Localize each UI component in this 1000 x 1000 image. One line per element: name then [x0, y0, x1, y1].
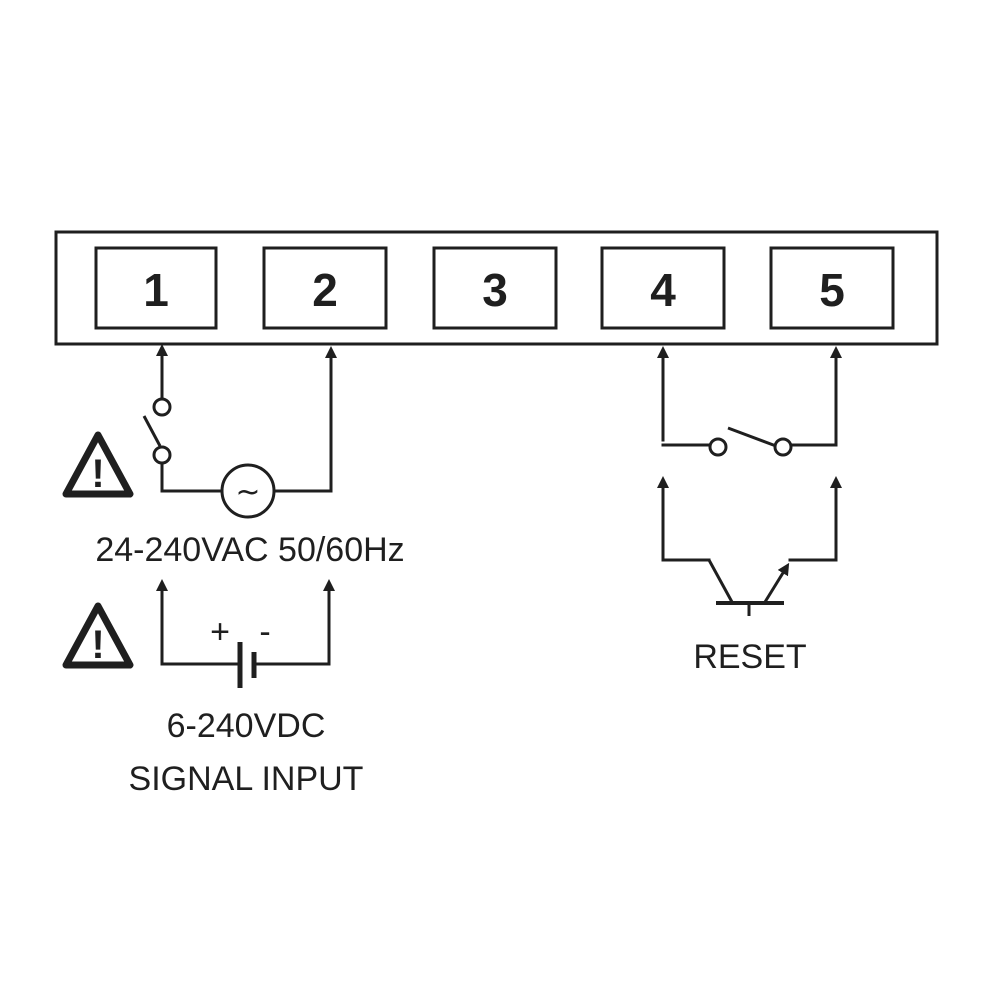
switch-icon — [142, 415, 162, 447]
switch-icon — [727, 426, 777, 448]
terminal-5-label: 5 — [819, 264, 845, 316]
warning-triangle-icon: ! — [62, 431, 134, 498]
dc-supply-circuit: + - — [156, 579, 335, 688]
reset-contact-left — [708, 437, 728, 457]
warning-mark: ! — [91, 623, 104, 667]
dc-supply-label-line2: SIGNAL INPUT — [129, 760, 364, 798]
terminal-2-label: 2 — [312, 264, 338, 316]
switch-contact-bottom — [152, 445, 172, 465]
reset-label: RESET — [693, 638, 806, 676]
reset-switch-circuit — [657, 346, 842, 457]
transistor-icon — [716, 601, 784, 616]
positive-sign: + — [210, 613, 230, 651]
warning-triangle-icon: ! — [62, 602, 134, 669]
terminal-3-label: 3 — [482, 264, 508, 316]
battery-icon — [237, 642, 257, 688]
terminal-block — [54, 230, 939, 346]
reset-contact-right — [773, 437, 793, 457]
negative-sign: - — [259, 613, 270, 651]
warning-mark: ! — [91, 452, 104, 496]
switch-contact-top — [152, 397, 172, 417]
terminal-5: 5 — [769, 246, 895, 330]
terminal-2: 2 — [262, 246, 388, 330]
terminal-1-label: 1 — [143, 264, 169, 316]
dc-supply-label-line1: 6-240VDC — [167, 707, 326, 745]
reset-transistor-circuit — [657, 476, 842, 616]
ac-source-symbol: ~ — [235, 475, 260, 510]
terminal-4: 4 — [600, 246, 726, 330]
ac-supply-label: 24-240VAC 50/60Hz — [95, 531, 404, 569]
terminal-1: 1 — [94, 246, 218, 330]
terminal-4-label: 4 — [650, 264, 676, 316]
ac-supply-circuit: ~ — [142, 344, 337, 519]
terminal-3: 3 — [432, 246, 558, 330]
